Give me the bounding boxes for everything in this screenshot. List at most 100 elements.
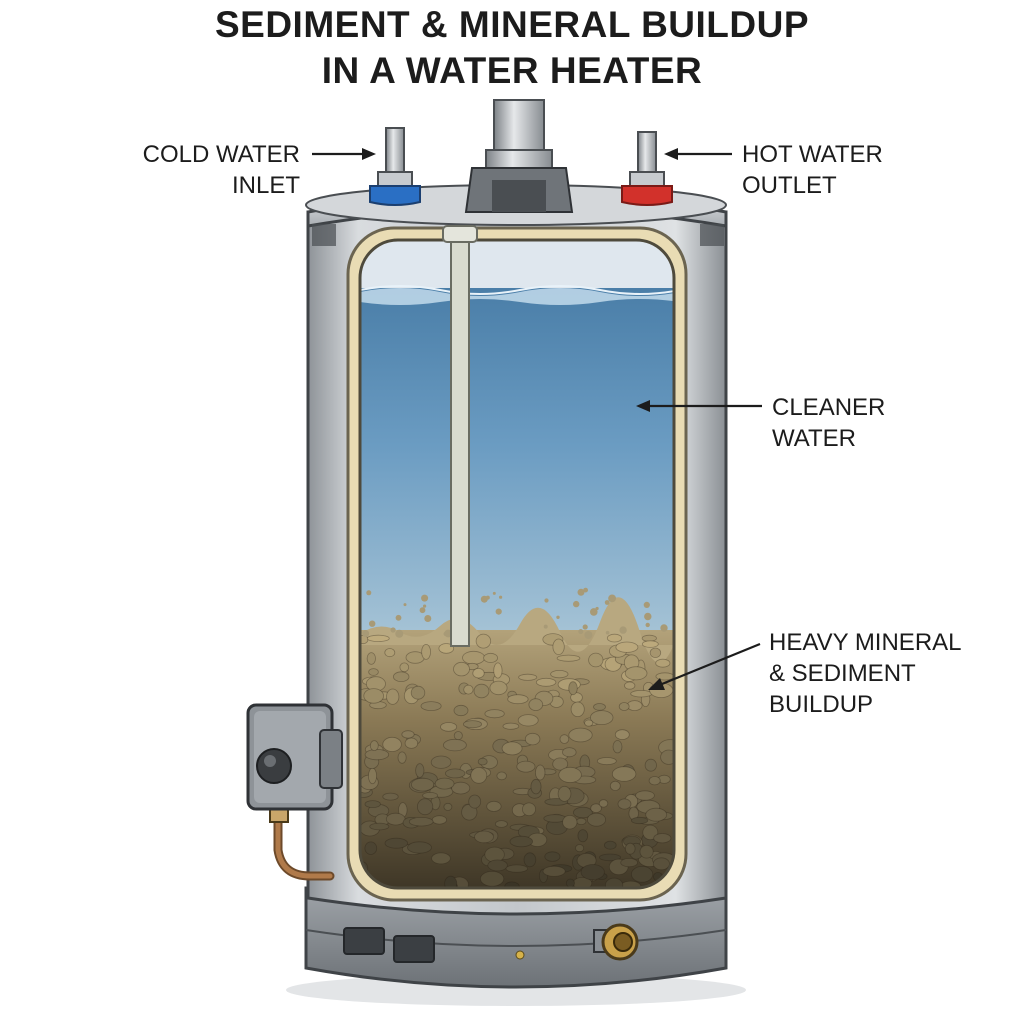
suspended-particle — [573, 600, 580, 608]
suspended-particle — [583, 587, 588, 593]
sediment-particle — [653, 833, 672, 844]
sediment-particle — [451, 781, 471, 795]
sediment-particle — [590, 710, 614, 725]
sediment-particle — [410, 685, 426, 700]
suspended-particle — [608, 594, 616, 603]
sediment-particle — [507, 694, 529, 705]
cleaner-water-label: CLEANER WATER — [772, 392, 972, 454]
sediment-particle — [618, 702, 630, 711]
gas-control-valve — [246, 703, 343, 881]
suspended-particle — [660, 624, 668, 632]
sediment-particle — [630, 816, 649, 825]
title-line-1: SEDIMENT & MINERAL BUILDUP — [214, 4, 810, 45]
title-line-2: IN A WATER HEATER — [321, 50, 703, 91]
sediment-particle — [501, 741, 523, 756]
sediment-particle — [453, 661, 470, 677]
sediment-particle — [443, 802, 453, 811]
suspended-particle — [578, 629, 584, 635]
sediment-particle — [552, 638, 565, 656]
sediment-particle — [385, 812, 406, 826]
sediment-particle — [522, 802, 537, 817]
sediment-particle — [502, 722, 520, 730]
suspended-particle — [644, 612, 652, 621]
sediment-particle — [382, 736, 402, 752]
suspended-particle — [605, 630, 610, 635]
sediment-particle — [576, 817, 587, 826]
sediment-particle — [648, 776, 661, 786]
hot-ring — [621, 185, 673, 206]
sediment-particle — [453, 731, 463, 741]
suspended-particle — [556, 615, 560, 619]
cleaner-water — [360, 288, 674, 640]
sediment-particle — [369, 740, 379, 751]
sediment-particle — [596, 757, 617, 766]
sediment-particle — [366, 634, 390, 643]
suspended-particle — [577, 588, 585, 596]
sediment-particle — [587, 812, 607, 827]
sediment-particle — [384, 837, 409, 849]
sediment-particle — [431, 815, 447, 825]
sediment-particle — [612, 740, 623, 754]
suspended-particle — [390, 627, 396, 633]
sediment-particle — [463, 684, 474, 695]
sediment-particle — [496, 771, 507, 781]
suspended-particle — [499, 595, 503, 599]
suspended-particle — [424, 615, 432, 622]
suspended-particle — [544, 598, 549, 603]
sediment-particle — [624, 666, 648, 681]
tank-base — [304, 886, 728, 989]
sediment-particle — [639, 844, 654, 859]
sediment-particle — [384, 648, 396, 658]
suspended-particle — [604, 600, 610, 605]
sediment-particle — [421, 644, 432, 660]
sediment-particle — [410, 777, 435, 792]
cold-water-inlet-pipe — [369, 127, 421, 206]
sediment-label-line-2: & SEDIMENT — [769, 660, 916, 687]
sediment-label-line-1: HEAVY MINERAL — [769, 629, 962, 656]
sediment-particle — [562, 747, 577, 758]
sediment-particle — [494, 820, 508, 828]
sediment-particle — [523, 852, 537, 868]
sediment-particle — [617, 798, 632, 810]
suspended-particle — [543, 624, 548, 629]
sediment-particle — [556, 654, 581, 662]
sediment-particles — [360, 587, 674, 888]
sediment-particle — [590, 803, 602, 813]
sediment-particle — [614, 729, 630, 740]
suspended-particle — [362, 630, 370, 637]
cold-ring — [369, 185, 421, 206]
sediment-particle — [642, 824, 659, 841]
sediment-particle — [611, 766, 637, 782]
sediment-particle — [369, 822, 390, 831]
sediment-particle — [641, 640, 659, 648]
diagram-title: SEDIMENT & MINERAL BUILDUP IN A WATER HE… — [0, 2, 1024, 94]
sediment-label-line-3: BUILDUP — [769, 691, 874, 718]
sediment-particle — [393, 671, 410, 682]
suspended-particle — [619, 626, 627, 634]
sediment-particle — [430, 755, 452, 769]
suspended-particle — [492, 591, 496, 595]
sediment-particle — [603, 840, 617, 850]
dip-tube — [442, 225, 478, 647]
sediment-particle — [401, 730, 415, 739]
sediment-particle — [462, 720, 482, 729]
sediment-arrow — [661, 642, 761, 686]
sediment-particle — [542, 865, 566, 877]
sediment-particle — [630, 865, 654, 883]
suspended-particle — [584, 631, 593, 639]
sediment-particle — [517, 714, 539, 727]
sediment-particle — [620, 857, 638, 868]
control-knob — [256, 748, 292, 784]
suspended-particle — [366, 590, 372, 596]
suspended-particle — [395, 614, 402, 621]
sediment-particle — [474, 830, 494, 844]
sediment-particle — [624, 681, 636, 690]
sediment-particle — [408, 817, 434, 827]
sediment-particle — [655, 658, 671, 668]
annotation-arrows — [312, 148, 762, 690]
sediment-particle — [518, 673, 538, 681]
suspended-particle — [423, 604, 427, 608]
indicator-light — [515, 950, 525, 960]
suspended-particle — [495, 608, 502, 615]
suspended-particle — [421, 594, 429, 602]
